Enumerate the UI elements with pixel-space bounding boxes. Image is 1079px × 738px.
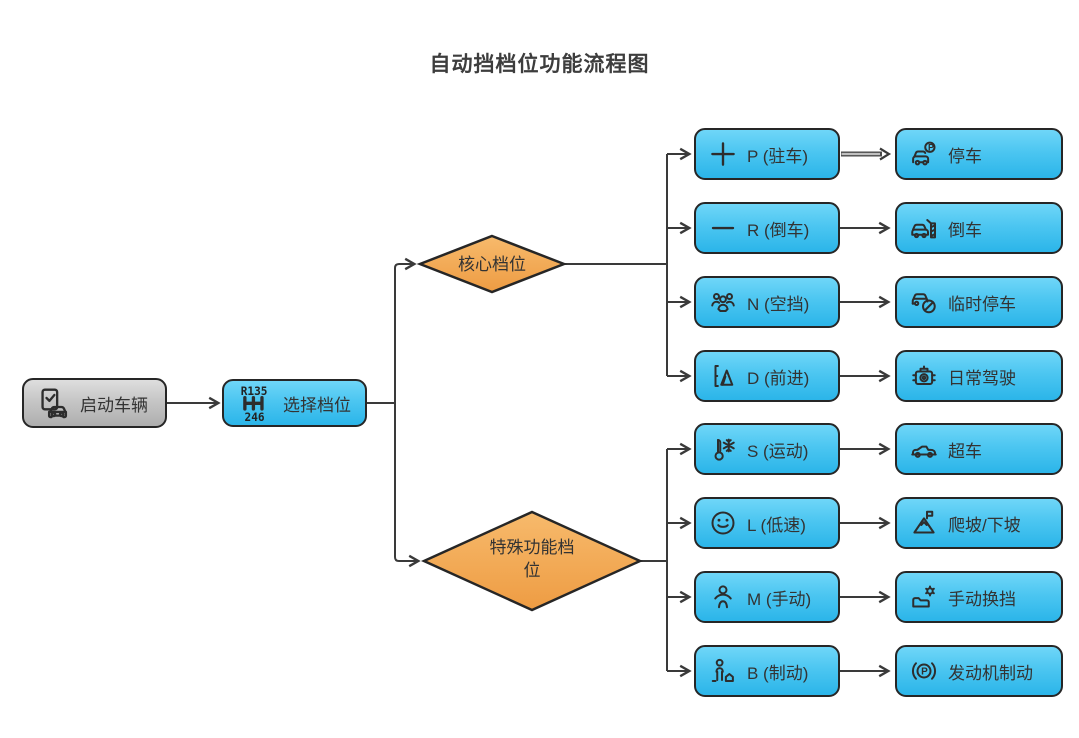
- highlighted-edge: [841, 147, 892, 161]
- node-gear-d: D (前进): [694, 350, 840, 402]
- node-function-overtake: 超车: [895, 423, 1063, 475]
- decision-core-label: 核心档位: [458, 255, 526, 274]
- node-function-daily-drive-label: 日常驾驶: [948, 368, 1016, 388]
- engine-icon: [909, 361, 939, 391]
- person-icon: [708, 582, 738, 612]
- node-function-parking-label: 停车: [948, 146, 982, 166]
- folder-gear-icon: [909, 582, 939, 612]
- node-gear-s: S (运动): [694, 423, 840, 475]
- gearshift-pattern-icon: R135 246: [236, 384, 274, 422]
- node-gear-s-label: S (运动): [747, 441, 809, 461]
- diagram-title: 自动挡档位功能流程图: [429, 53, 650, 76]
- node-gear-l-label: L (低速): [747, 515, 806, 535]
- decision-special-label: 特殊功能档位: [489, 538, 575, 580]
- people-group-icon: [708, 287, 738, 317]
- car-no-entry-icon: [909, 287, 939, 317]
- minus-icon: [708, 213, 738, 243]
- node-function-daily-drive: 日常驾驶: [895, 350, 1063, 402]
- clipboard-check-car-icon: [36, 386, 71, 421]
- smiley-face-icon: [708, 508, 738, 538]
- node-gear-m: M (手动): [694, 571, 840, 623]
- node-function-temp-stop: 临时停车: [895, 276, 1063, 328]
- node-function-parking: P 停车: [895, 128, 1063, 180]
- node-gear-p-label: P (驻车): [747, 146, 809, 166]
- node-gear-r-label: R (倒车): [747, 220, 810, 240]
- svg-text:246: 246: [245, 411, 265, 422]
- mountain-flag-icon: [909, 508, 939, 538]
- node-gear-n: N (空挡): [694, 276, 840, 328]
- node-function-reverse: 倒车: [895, 202, 1063, 254]
- node-function-reverse-label: 倒车: [948, 220, 982, 240]
- node-function-manual-shift: 手动换挡: [895, 571, 1063, 623]
- node-gear-r: R (倒车): [694, 202, 840, 254]
- thermometer-snowflake-icon: [708, 434, 738, 464]
- decision-special-gears: 特殊功能档位: [487, 537, 577, 583]
- node-function-manual-shift-label: 手动换挡: [948, 589, 1016, 609]
- node-function-slope-label: 爬坡/下坡: [948, 515, 1021, 535]
- plus-icon: [708, 139, 738, 169]
- node-function-engine-brake-label: 发动机制动: [948, 663, 1033, 683]
- node-select-label: 选择档位: [283, 395, 351, 415]
- node-function-temp-stop-label: 临时停车: [948, 294, 1016, 314]
- node-function-slope: 爬坡/下坡: [895, 497, 1063, 549]
- node-function-engine-brake: P 发动机制动: [895, 645, 1063, 697]
- car-barrier-icon: [909, 213, 939, 243]
- node-gear-p: P (驻车): [694, 128, 840, 180]
- decision-core-gears: 核心档位: [432, 254, 552, 277]
- svg-text:P: P: [921, 667, 928, 678]
- node-start-label: 启动车辆: [80, 395, 148, 415]
- node-gear-b: B (制动): [694, 645, 840, 697]
- node-gear-m-label: M (手动): [747, 589, 812, 609]
- car-parking-badge-icon: P: [909, 139, 939, 169]
- node-gear-b-label: B (制动): [747, 663, 809, 683]
- map-mountain-icon: [708, 361, 738, 391]
- parking-brake-icon: P: [909, 656, 939, 686]
- node-start: 启动车辆: [22, 378, 167, 428]
- node-gear-l: L (低速): [694, 497, 840, 549]
- svg-text:P: P: [928, 143, 934, 153]
- node-function-overtake-label: 超车: [948, 441, 982, 461]
- sports-car-icon: [909, 434, 939, 464]
- node-select-gear: R135 246 选择档位: [222, 379, 367, 427]
- node-gear-d-label: D (前进): [747, 368, 810, 388]
- svg-text:R135: R135: [241, 385, 268, 398]
- node-gear-n-label: N (空挡): [747, 294, 810, 314]
- person-house-icon: [708, 656, 738, 686]
